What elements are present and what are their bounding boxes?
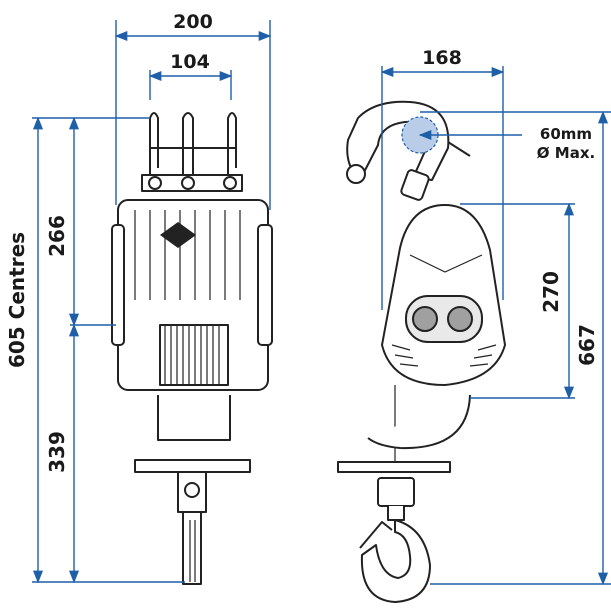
top-hook bbox=[346, 100, 471, 201]
side-body bbox=[381, 204, 506, 386]
dim-label-200: 200 bbox=[173, 11, 213, 33]
dim-label-270: 270 bbox=[539, 271, 563, 313]
lower-block bbox=[134, 395, 251, 585]
dim-label-dia-max: Ø Max. bbox=[537, 144, 595, 162]
dim-label-339: 339 bbox=[45, 431, 69, 473]
dim-label-266: 266 bbox=[45, 215, 69, 257]
dim-label-605-centres: 605 Centres bbox=[5, 232, 29, 368]
dim-label-60mm: 60mm bbox=[540, 125, 592, 143]
dim-label-168: 168 bbox=[422, 47, 462, 69]
motor-housing bbox=[111, 199, 273, 391]
dim-label-104: 104 bbox=[170, 51, 210, 73]
dim-label-667: 667 bbox=[575, 324, 599, 366]
hanger-bracket bbox=[141, 112, 243, 192]
side-view bbox=[337, 100, 506, 603]
cable-drum bbox=[159, 324, 229, 386]
front-view bbox=[111, 112, 273, 585]
side-cable-and-hook bbox=[337, 385, 471, 603]
brand-logo-diamond bbox=[160, 222, 196, 248]
